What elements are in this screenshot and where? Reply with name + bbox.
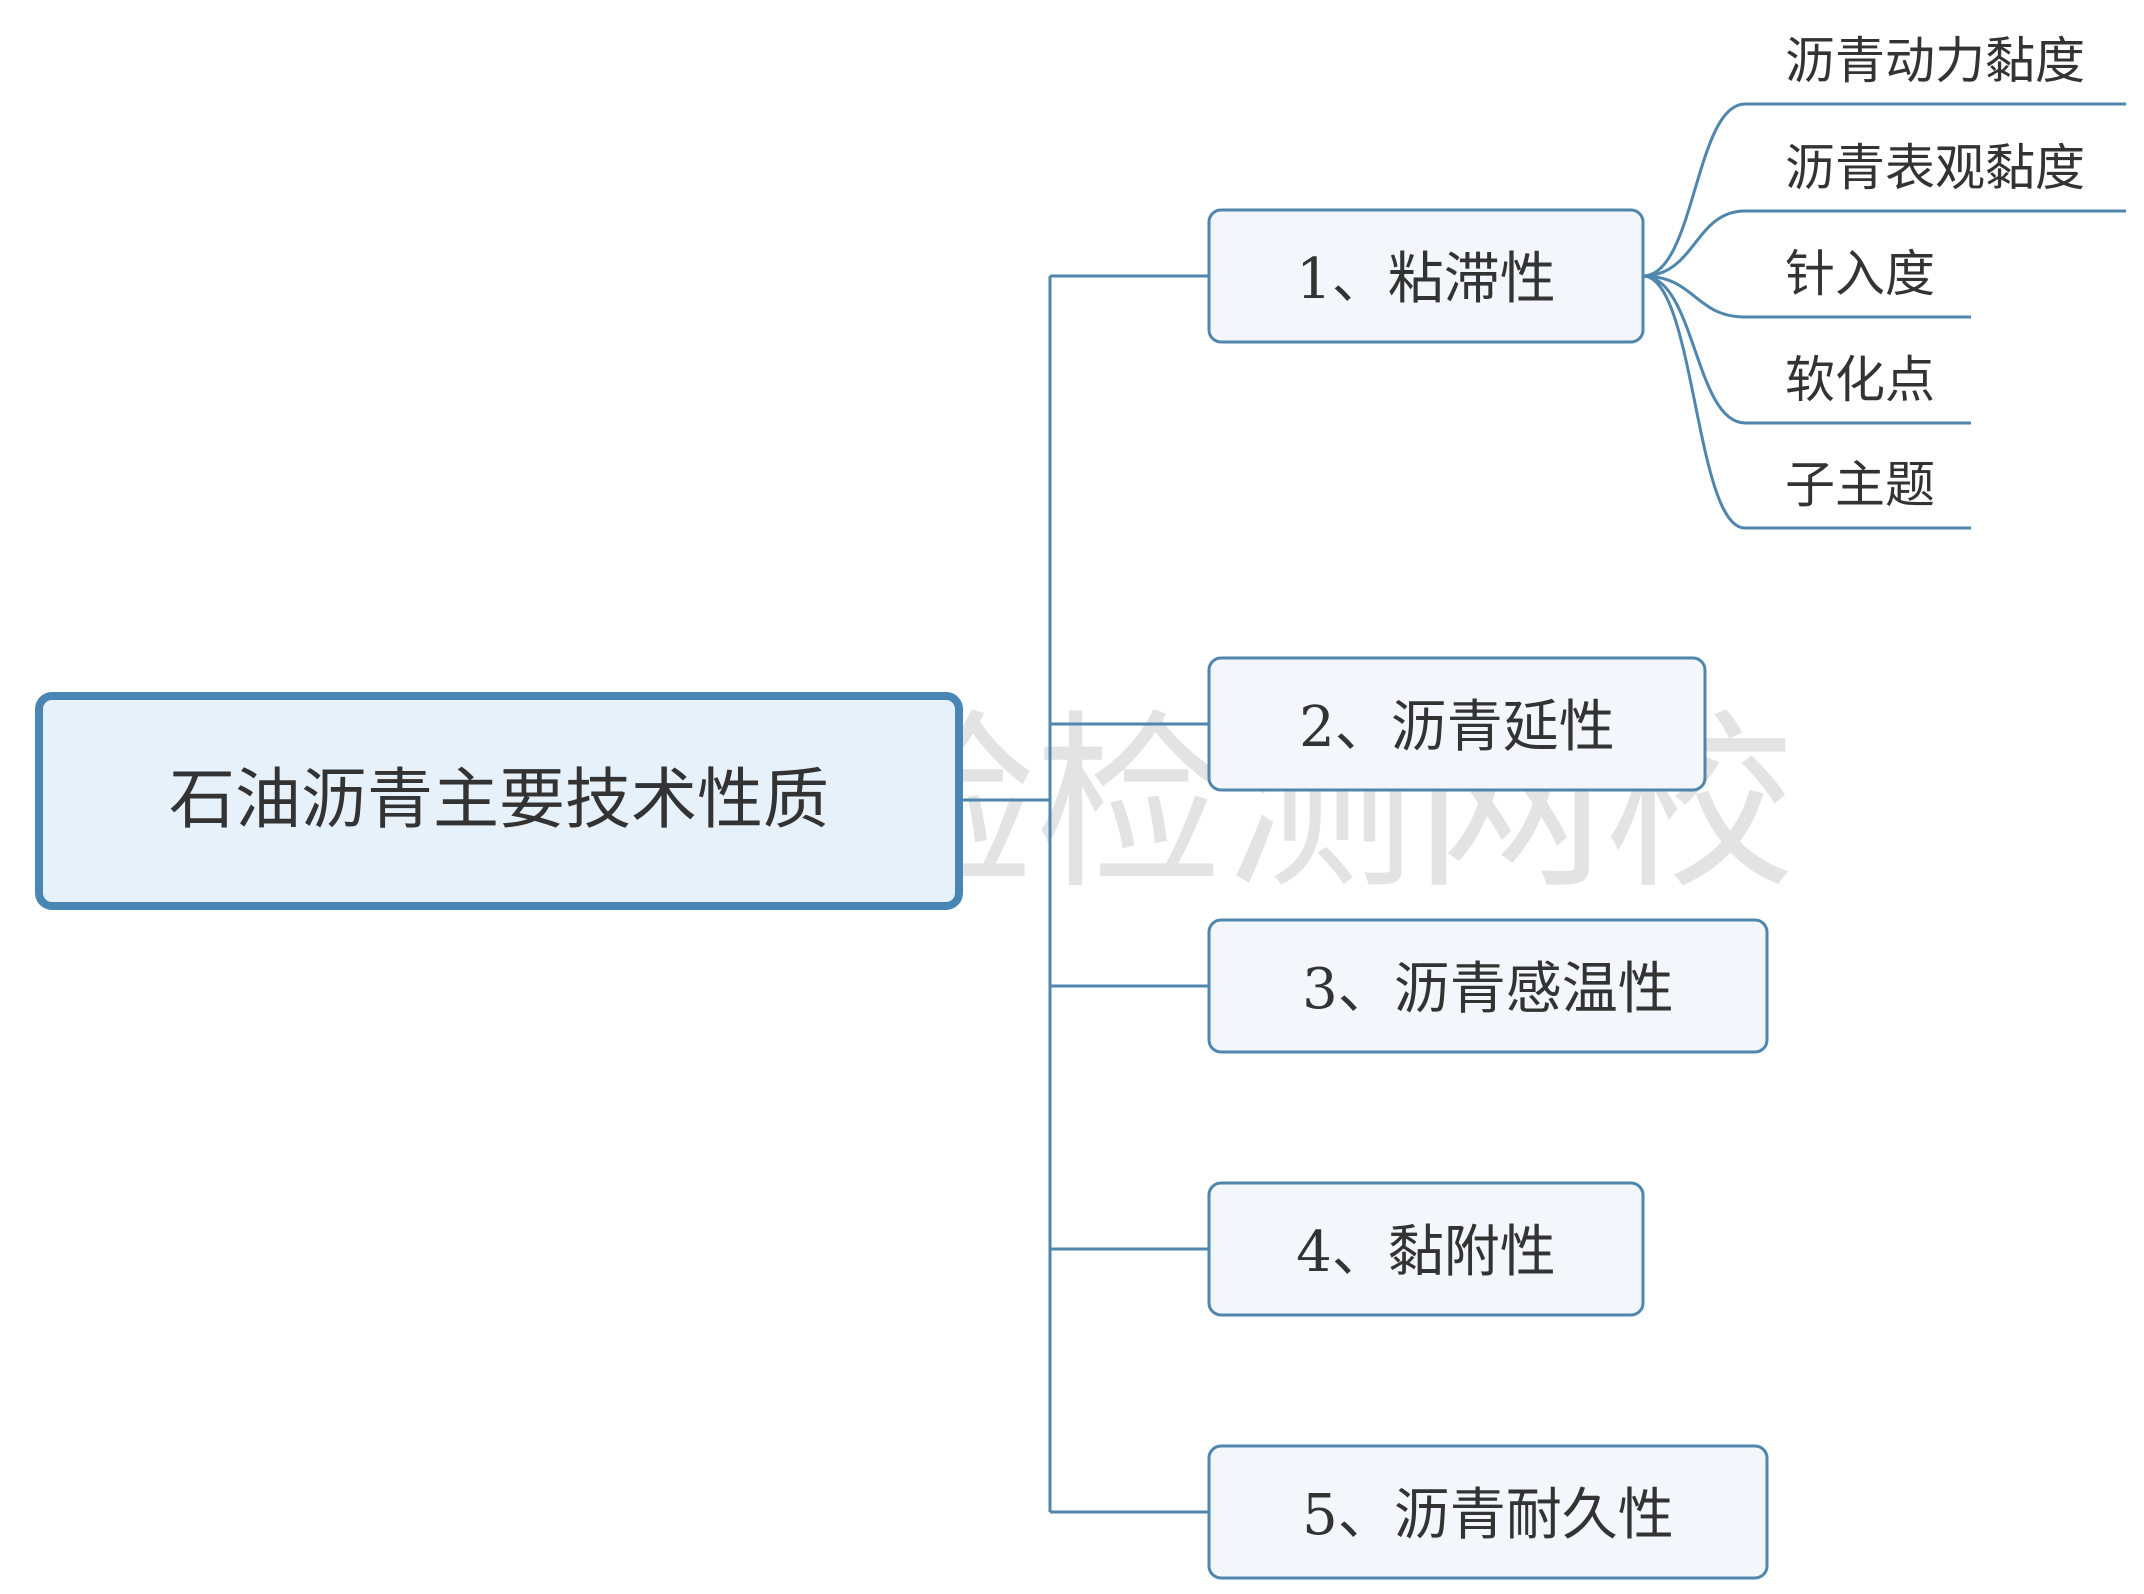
branch-topic-label: 4、黏附性 xyxy=(1296,1220,1556,1285)
branch-topic-label: 3、沥青感温性 xyxy=(1302,957,1674,1022)
branch-topic-box xyxy=(1207,1181,1645,1317)
branch-topic-2[interactable]: 2、沥青延性 xyxy=(1207,656,1707,792)
root-topic[interactable]: 石油沥青主要技术性质 xyxy=(35,692,963,910)
subtopic-label: 子主题 xyxy=(1785,456,1935,514)
subtopic-label: 沥青表观黏度 xyxy=(1785,139,2085,197)
connector-sub-2 xyxy=(1642,209,2126,278)
branch-topic-box xyxy=(1207,208,1645,344)
subtopic-label: 针入度 xyxy=(1785,245,1935,303)
branch-topic-3[interactable]: 3、沥青感温性 xyxy=(1207,918,1769,1054)
root-topic-box xyxy=(35,692,963,910)
branch-topic-label: 1、粘滞性 xyxy=(1296,247,1556,312)
subtopic-4[interactable]: 软化点 xyxy=(1785,351,1935,409)
connector-lines xyxy=(960,274,1209,1514)
connector-sub-1 xyxy=(1642,102,2126,278)
connector-sub-5 xyxy=(1642,274,1971,530)
subtopic-label: 软化点 xyxy=(1785,351,1935,409)
connector-sub-3 xyxy=(1642,274,1971,319)
root-topic-label: 石油沥青主要技术性质 xyxy=(169,761,829,838)
subtopic-2[interactable]: 沥青表观黏度 xyxy=(1785,139,2085,197)
branch-topic-label: 5、沥青耐久性 xyxy=(1302,1483,1674,1548)
connector-sub-4 xyxy=(1642,274,1971,425)
branch-topic-label: 2、沥青延性 xyxy=(1299,695,1615,760)
branch-topic-box xyxy=(1207,918,1769,1054)
branch-topic-5[interactable]: 5、沥青耐久性 xyxy=(1207,1444,1769,1580)
subtopic-3[interactable]: 针入度 xyxy=(1785,245,1935,303)
subtopic-1[interactable]: 沥青动力黏度 xyxy=(1785,32,2085,90)
sub-connector-lines xyxy=(1642,102,2126,530)
branch-topic-4[interactable]: 4、黏附性 xyxy=(1207,1181,1645,1317)
branch-topic-1[interactable]: 1、粘滞性 xyxy=(1207,208,1645,344)
branch-topic-box xyxy=(1207,656,1707,792)
subtopic-label: 沥青动力黏度 xyxy=(1785,32,2085,90)
branch-topic-box xyxy=(1207,1444,1769,1580)
subtopic-5[interactable]: 子主题 xyxy=(1785,456,1935,514)
